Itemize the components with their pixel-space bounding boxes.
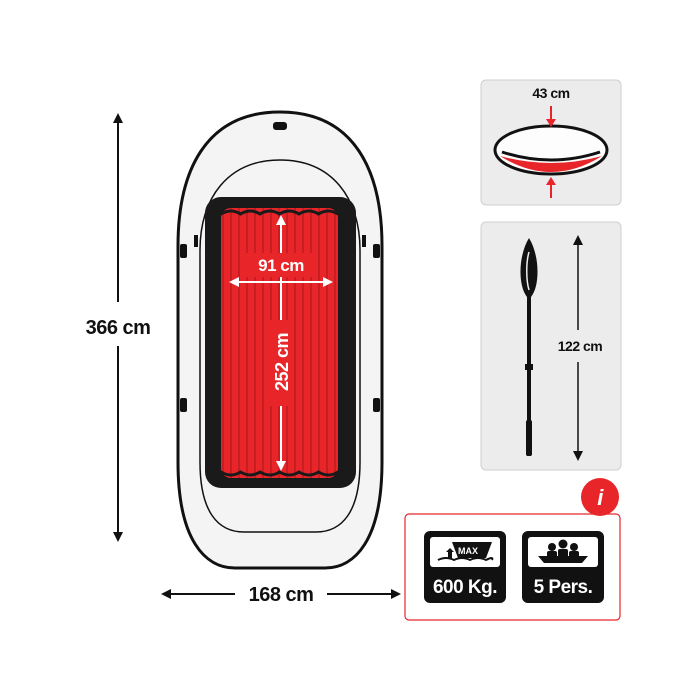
info-panel: i MAX 600 Kg. bbox=[404, 478, 621, 621]
weight-max-icon bbox=[437, 542, 494, 562]
tube-diameter-label: 43 cm bbox=[532, 85, 569, 101]
boat-length-label: 366 cm bbox=[86, 317, 151, 339]
floor-wave-bottom bbox=[220, 470, 339, 477]
oar-panel: 122 cm bbox=[480, 221, 622, 471]
oarlock-right bbox=[362, 235, 366, 247]
side-handle-left-1 bbox=[180, 244, 187, 258]
boat-top-view: 91 cm 252 cm bbox=[176, 110, 384, 570]
side-handle-right-1 bbox=[373, 244, 380, 258]
max-load-value: 600 Kg. bbox=[433, 577, 497, 598]
oar-icon bbox=[520, 238, 538, 456]
floor-wave-top bbox=[220, 209, 339, 216]
info-icon bbox=[581, 478, 619, 516]
persons-badge: 5 Pers. bbox=[522, 531, 604, 603]
side-handle-left-2 bbox=[180, 398, 187, 412]
persons-icon bbox=[538, 539, 588, 563]
boat-width-label: 168 cm bbox=[249, 584, 314, 606]
inner-length-label: 252 cm bbox=[272, 333, 292, 391]
max-load-badge: MAX 600 Kg. bbox=[424, 531, 506, 603]
tube-cross-section-red bbox=[500, 156, 602, 172]
info-icon-letter: i bbox=[597, 485, 604, 510]
oarlock-left bbox=[194, 235, 198, 247]
oar-length-label: 122 cm bbox=[558, 338, 603, 354]
max-label: MAX bbox=[458, 546, 478, 556]
inner-width-label: 91 cm bbox=[258, 256, 304, 275]
bow-handle bbox=[273, 122, 287, 130]
persons-value: 5 Pers. bbox=[534, 577, 593, 598]
side-handle-right-2 bbox=[373, 398, 380, 412]
tube-diameter-panel: 43 cm bbox=[480, 79, 622, 206]
